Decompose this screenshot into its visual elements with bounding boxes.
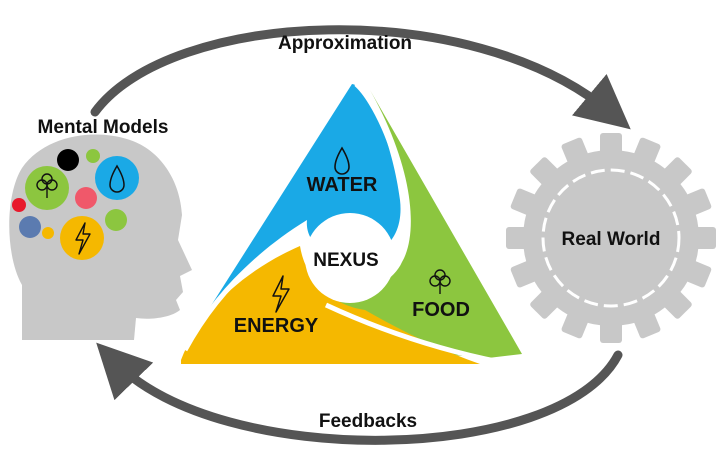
water-label: WATER [307,174,378,196]
mental-models-label: Mental Models [38,117,169,138]
approximation-arrow [90,25,631,130]
bubble-green-right [105,209,127,231]
bubble-green-small [86,149,100,163]
nexus-center [305,213,395,303]
lightning-icon [75,222,91,255]
feedbacks-label: Feedbacks [319,411,417,432]
bubble-pink [75,187,97,209]
food-label: FOOD [412,299,470,321]
energy-label: ENERGY [234,315,319,337]
lightning-icon [272,275,290,313]
bubble-yellow-small [42,227,54,239]
bubble-red-small [12,198,26,212]
water-sector [186,84,401,345]
bubble-black [57,149,79,171]
tree-icon [36,173,58,198]
gear-icon [506,133,716,343]
approximation-label: Approximation [278,33,412,54]
water-drop-icon [334,146,350,175]
water-drop-icon [109,164,125,193]
nexus-triangle [181,82,522,365]
nexus-label: NEXUS [313,250,378,271]
bubble-water [95,156,139,200]
real-world-label: Real World [562,229,661,250]
bubble-energy [60,216,104,260]
feedbacks-arrow [96,342,623,445]
tree-icon [429,269,451,294]
bubble-blue-gray [19,216,41,238]
